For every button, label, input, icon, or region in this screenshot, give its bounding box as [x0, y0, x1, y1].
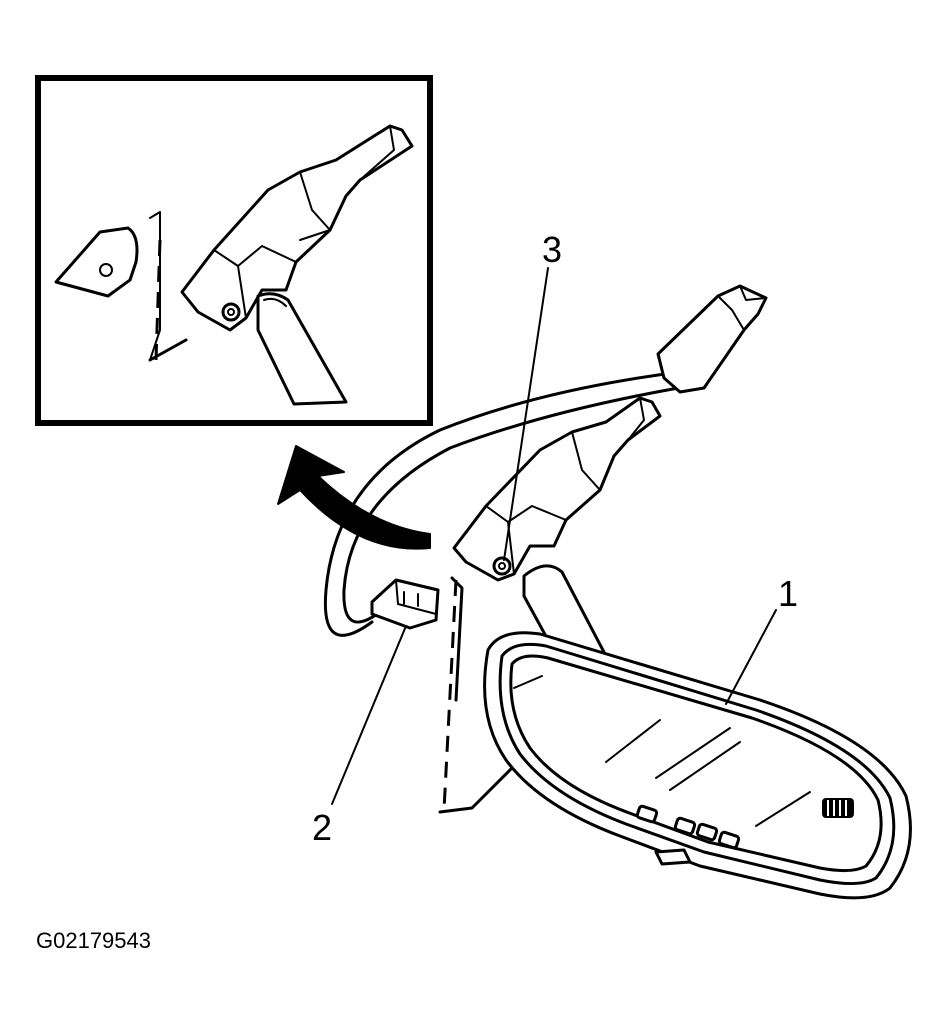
figure-id: G02179543: [36, 928, 151, 953]
wiring-harness: [323, 284, 768, 637]
upper-connector: [656, 284, 768, 394]
rearview-mirror: [483, 631, 912, 900]
inset-windshield-bracket: [54, 211, 188, 362]
windshield-outline: [438, 576, 520, 814]
main-mirror-mount: [452, 396, 662, 658]
mirror-button-2: [673, 816, 697, 836]
mirror-button-3: [695, 822, 719, 842]
leader-lines: [331, 267, 777, 805]
leader-line-2: [331, 625, 407, 805]
mirror-button-4: [717, 830, 741, 850]
sensor-grille: [822, 798, 854, 818]
inset-mirror-mount: [180, 124, 414, 406]
mirror-connector: [370, 578, 440, 630]
leader-line-3: [503, 267, 549, 561]
mirror-button-1: [635, 804, 659, 824]
callout-number-2: 2: [312, 807, 332, 848]
callout-number-1: 1: [778, 573, 798, 614]
direction-arrow: [277, 445, 431, 550]
callout-number-3: 3: [542, 229, 562, 270]
detail-inset: [35, 75, 433, 426]
leader-line-1: [725, 609, 777, 705]
